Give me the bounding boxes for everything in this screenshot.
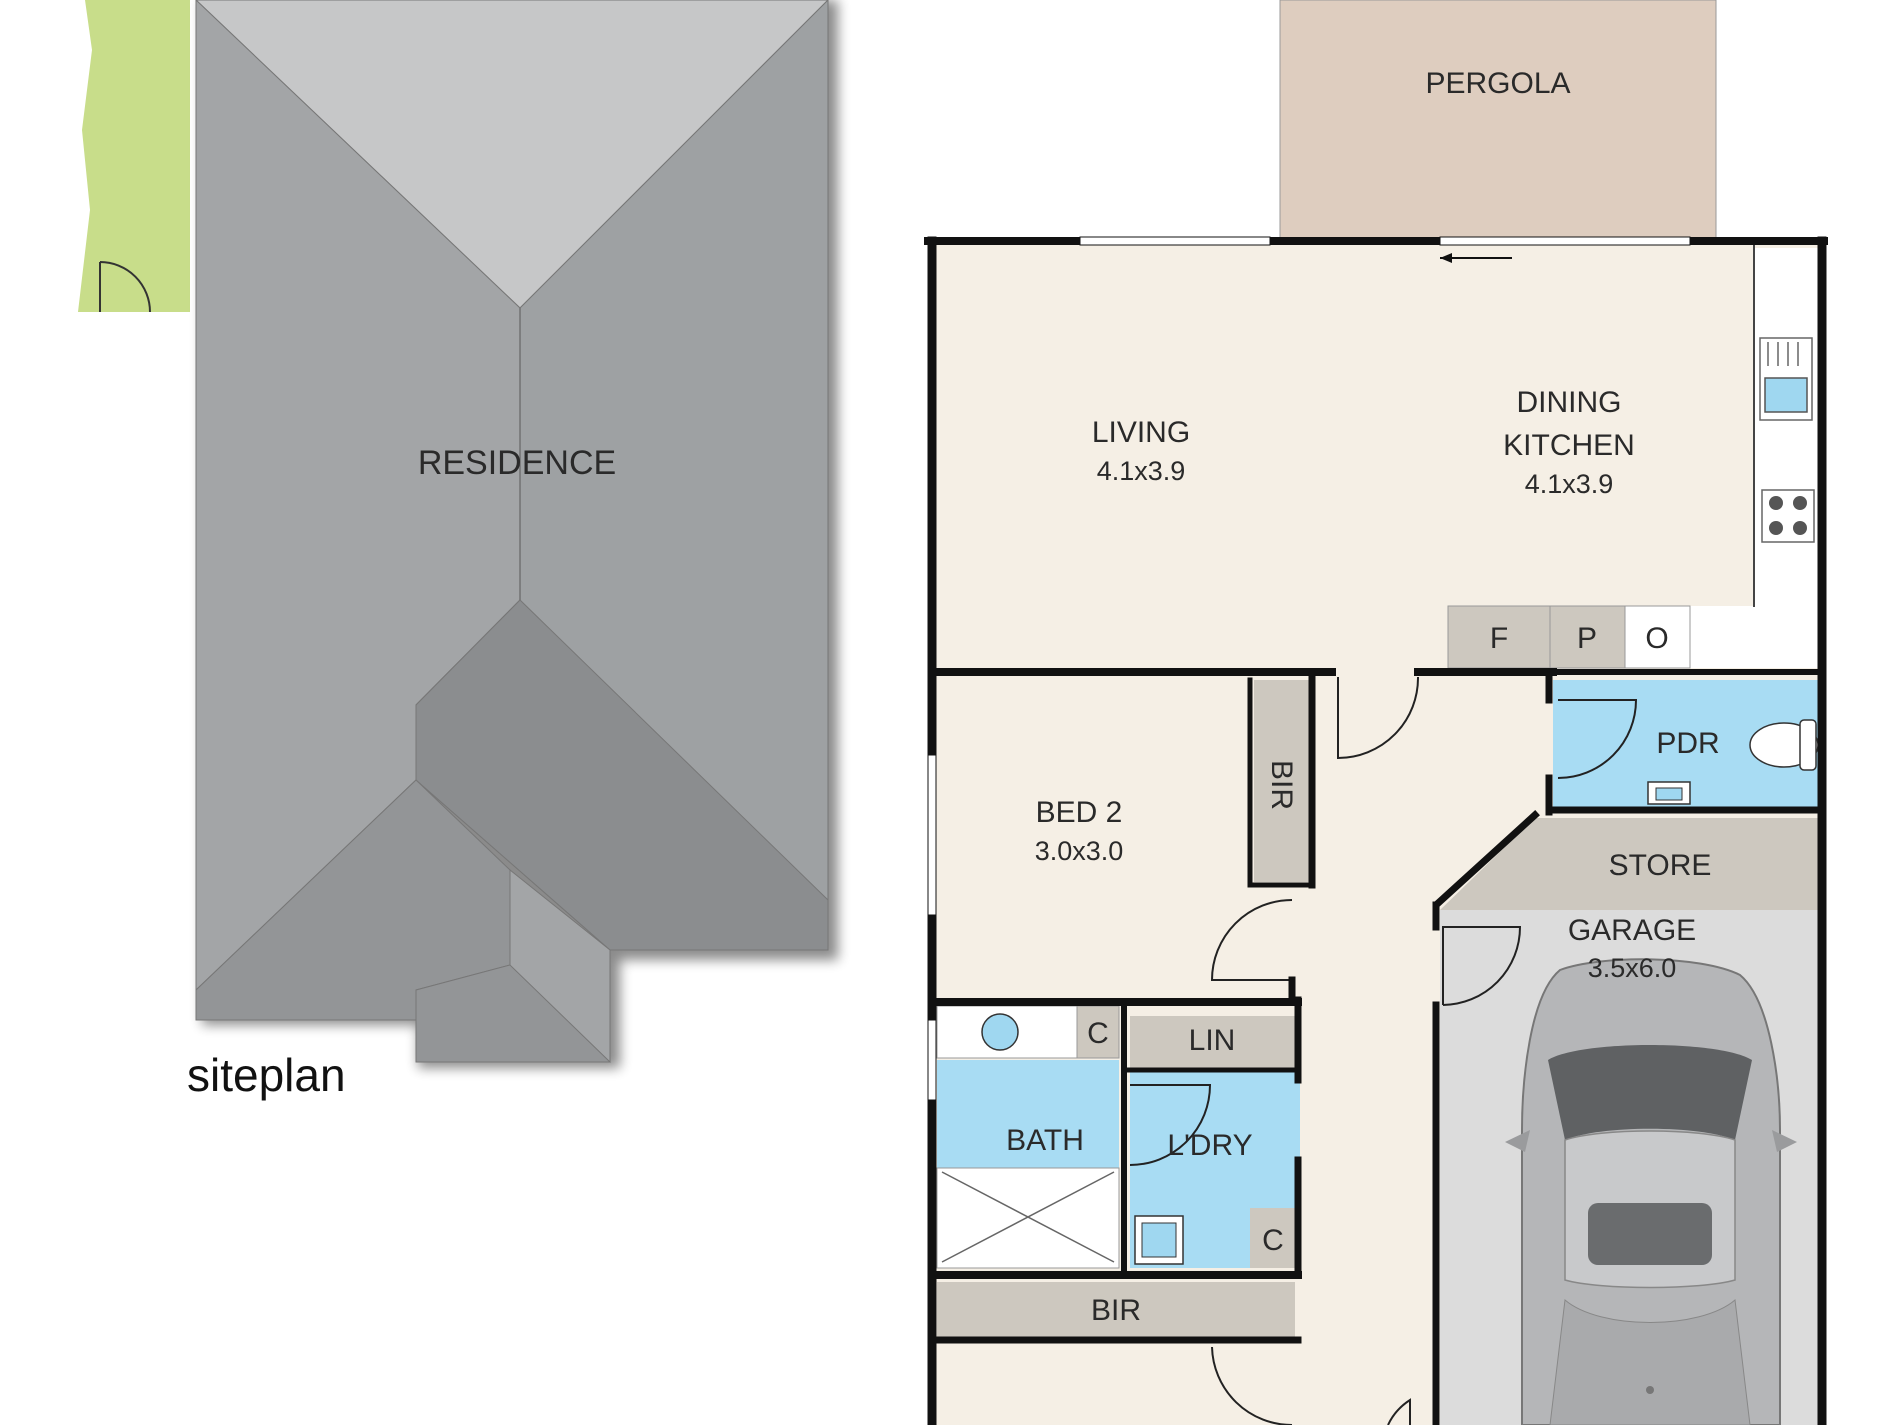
dining-label: DINING (1517, 386, 1622, 419)
living-label: LIVING (1092, 416, 1190, 449)
walls (924, 236, 1828, 1425)
pdr-door-swing (1557, 699, 1638, 779)
bed2-label: BED 2 (1036, 796, 1123, 829)
oven-label: O (1645, 622, 1668, 655)
store-room (1440, 818, 1819, 910)
bir-bed2 (1254, 680, 1310, 882)
lawn (78, 0, 190, 312)
bath-cupboard (1076, 1005, 1120, 1059)
garage-label: GARAGE (1568, 914, 1696, 947)
bir-bed2-label: BIR (1265, 760, 1298, 810)
laundry-label: L'DRY (1167, 1129, 1252, 1162)
vanity-basin-icon (981, 1013, 1019, 1051)
pergola-label: PERGOLA (1425, 67, 1570, 100)
bir-lower-label: BIR (1091, 1294, 1141, 1327)
pergola (1279, 0, 1717, 241)
kitchen-label: KITCHEN (1503, 429, 1635, 462)
kitchen-units: F P O (1447, 605, 1691, 669)
fridge-label: F (1490, 622, 1508, 655)
pantry-label: P (1577, 622, 1597, 655)
bath-door-swing (1129, 1084, 1212, 1166)
lin-cupboard (1130, 1016, 1295, 1068)
garage-door-swing (1442, 926, 1522, 1006)
bath-label: BATH (1006, 1124, 1084, 1157)
toilet-icon (1749, 719, 1819, 771)
car-icon (1505, 958, 1797, 1425)
residence-roof (195, 0, 829, 1063)
laundry-cupboard (1250, 1208, 1296, 1268)
site-plan: RESIDENCE siteplan (78, 0, 838, 1101)
bath-cupboard-label: C (1087, 1017, 1109, 1050)
windows (927, 236, 1691, 1101)
siteplan-caption: siteplan (187, 1049, 346, 1101)
living-size: 4.1x3.9 (1097, 456, 1186, 486)
bench-return (1690, 606, 1820, 668)
basin-icon (1647, 781, 1691, 805)
entry-door-swing (1387, 1398, 1411, 1425)
bed2-size: 3.0x3.0 (1035, 836, 1124, 866)
living-hall-door-swing (1337, 676, 1420, 760)
bir-lower (937, 1282, 1295, 1338)
residence-label: RESIDENCE (418, 444, 616, 482)
store-label: STORE (1609, 849, 1712, 882)
bath-room (937, 1060, 1119, 1168)
gate-swing (99, 261, 151, 313)
dining-kitchen-size: 4.1x3.9 (1525, 469, 1614, 499)
sink-icon (1759, 337, 1813, 421)
lin-label: LIN (1189, 1024, 1236, 1057)
pdr-label: PDR (1656, 727, 1719, 760)
bed2-door-swing (1210, 899, 1293, 981)
trough-icon (1134, 1215, 1184, 1265)
laundry-cupboard-label: C (1262, 1224, 1284, 1257)
shower-icon (936, 1167, 1120, 1269)
bed1-door-swing (1211, 1346, 1293, 1425)
kitchen-bench (1755, 248, 1819, 668)
cooktop-icon (1761, 489, 1815, 543)
garage-size: 3.5x6.0 (1588, 953, 1677, 983)
house-floor-plan: PERGOLA F P O (924, 0, 1828, 1425)
